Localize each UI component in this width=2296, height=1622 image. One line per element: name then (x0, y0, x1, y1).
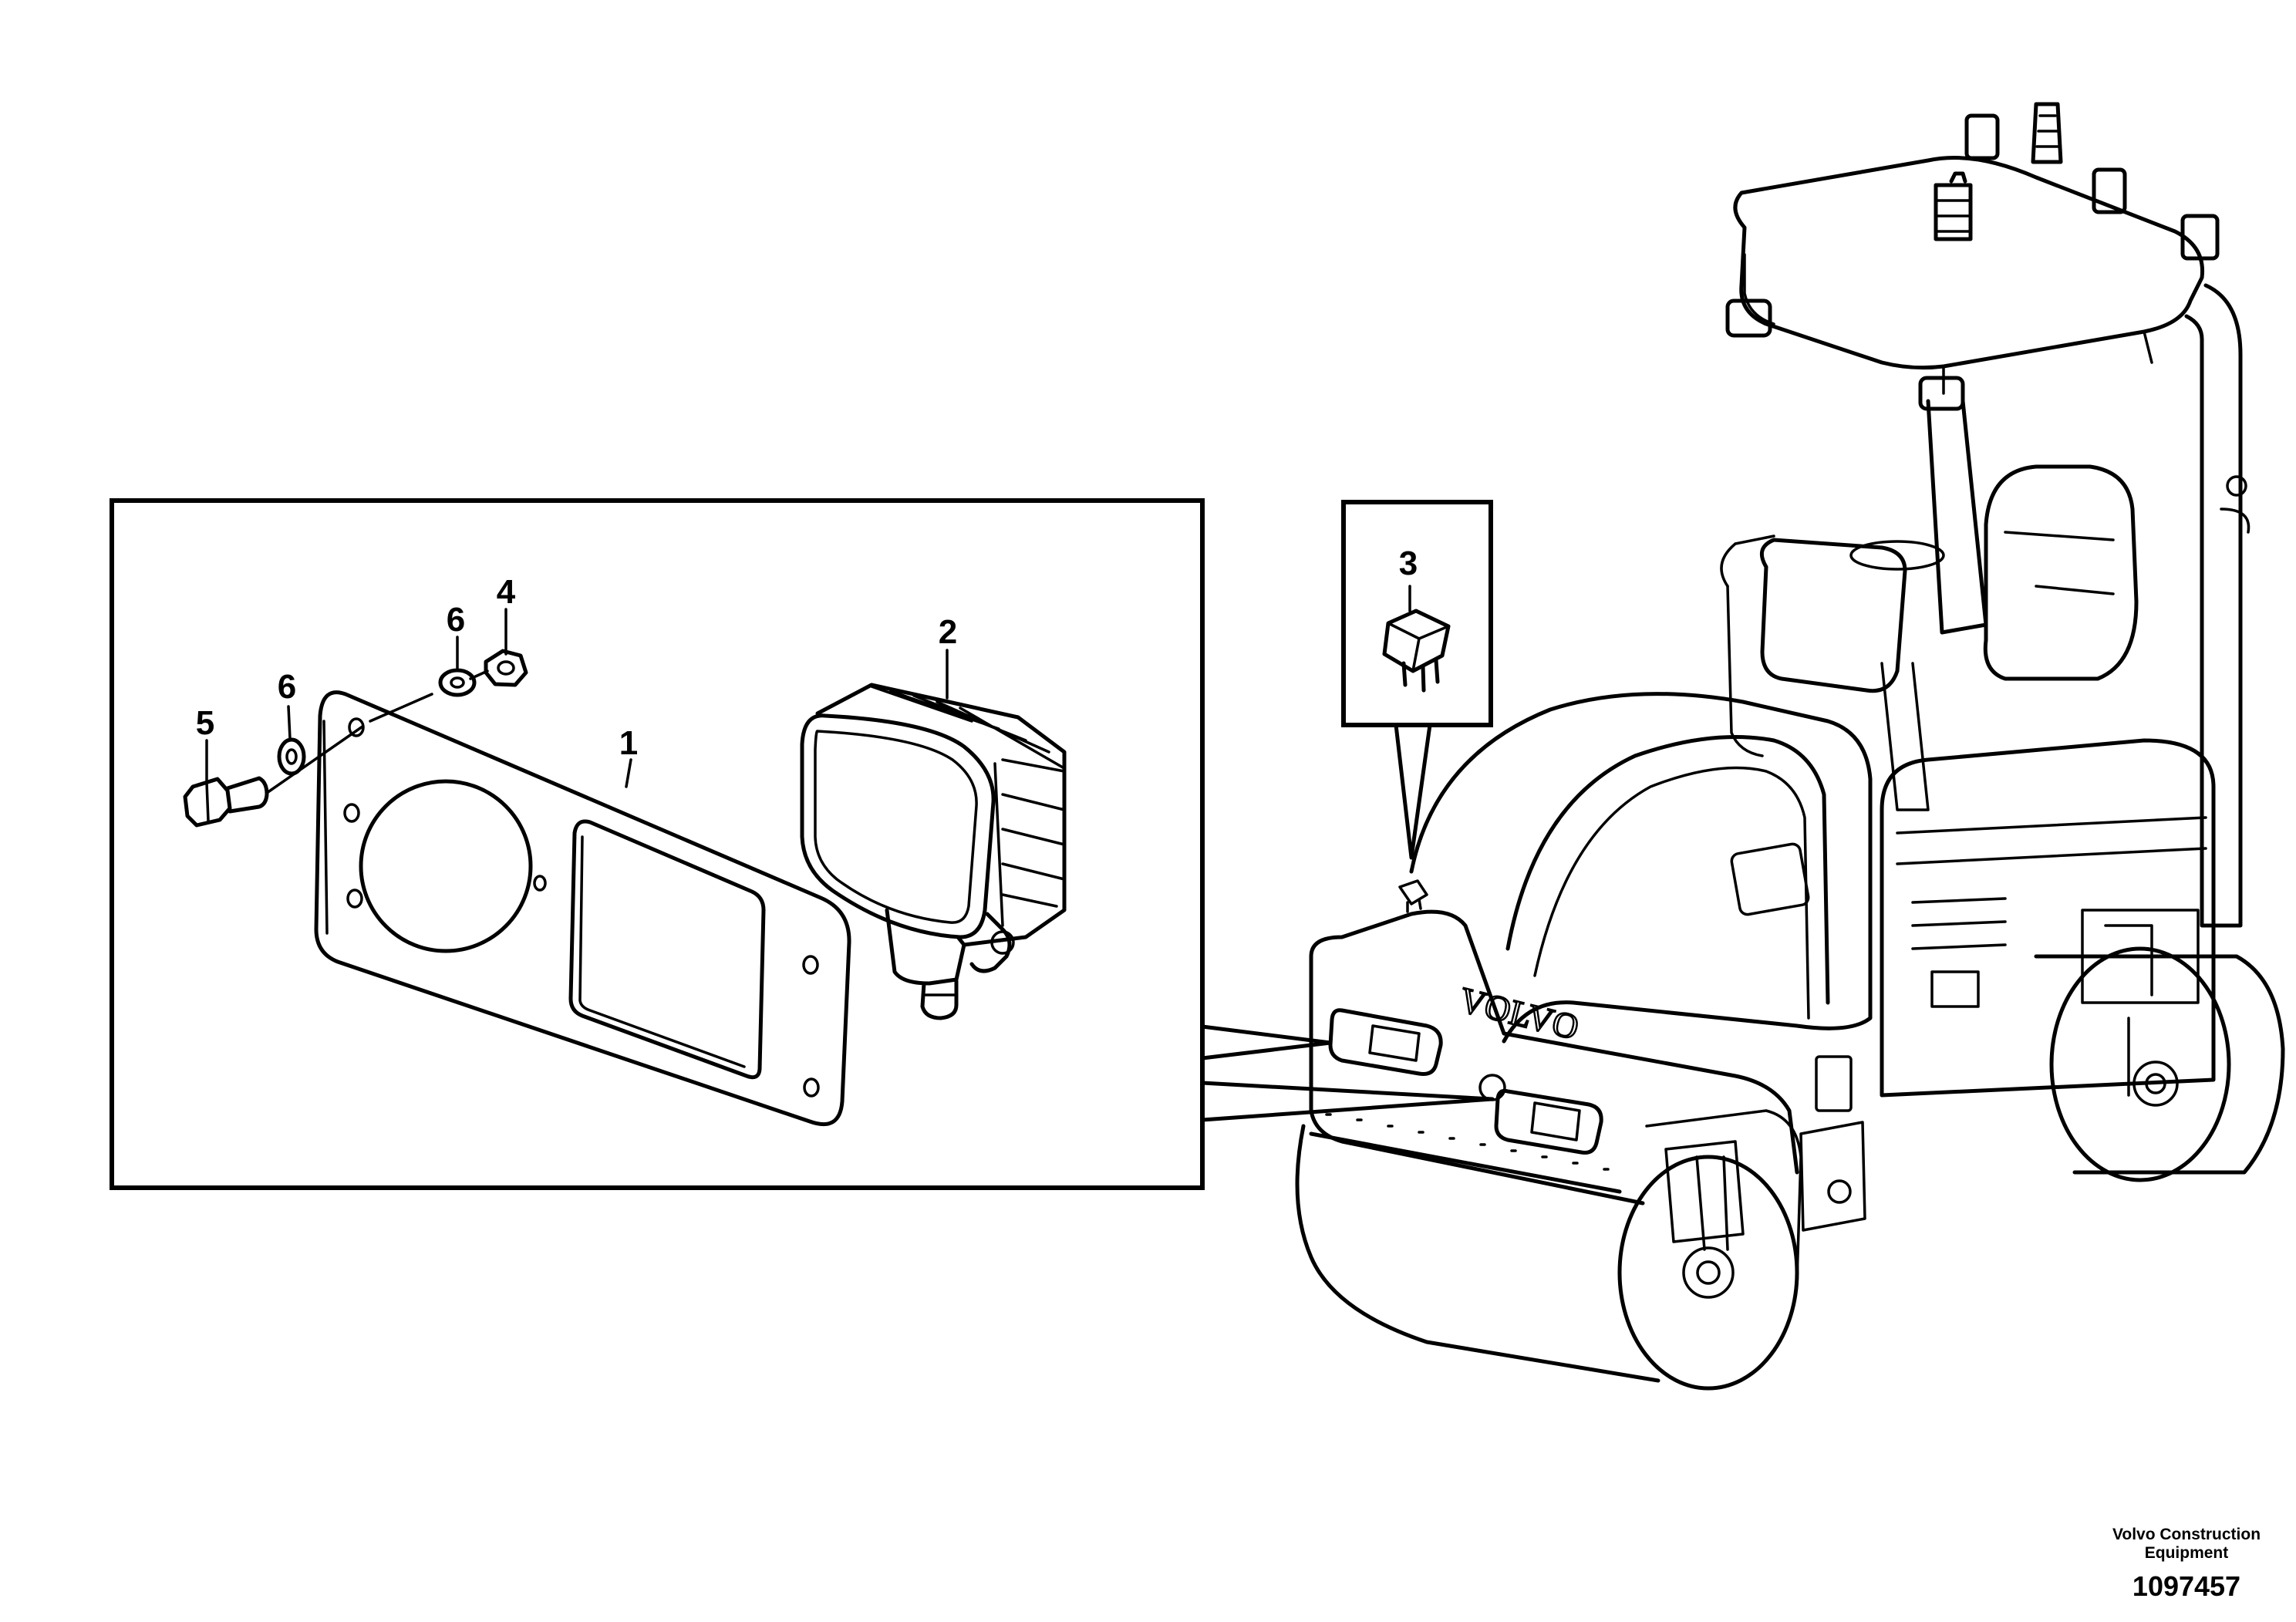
callout-5: 5 (196, 704, 214, 742)
roller-machine: VOLVO (1295, 102, 2285, 1391)
callout-leaders-detail (205, 608, 949, 788)
mounting-plate (314, 690, 851, 1127)
callout-1: 1 (619, 724, 638, 762)
brand-line-2: Equipment (2144, 1544, 2229, 1562)
nut (484, 649, 528, 687)
callout-2: 2 (939, 613, 957, 651)
callout-3: 3 (1399, 545, 1418, 582)
drawing-number: 1097457 (2132, 1570, 2241, 1602)
callout-6-left: 6 (278, 668, 296, 706)
callout-4: 4 (497, 573, 516, 611)
detail-leader-wedges (1200, 1024, 1495, 1122)
washer-left (277, 737, 306, 776)
callout-6-right: 6 (447, 601, 465, 639)
brand-label: Volvo Construction Equipment (2082, 1526, 2291, 1563)
brand-line-1: Volvo Construction (2112, 1526, 2261, 1543)
washer-right (438, 668, 477, 697)
detail-box-work-light (110, 498, 1205, 1190)
detail-box-relay (1341, 500, 1493, 860)
bolt (183, 776, 269, 828)
work-light-lamp (800, 683, 1067, 1020)
